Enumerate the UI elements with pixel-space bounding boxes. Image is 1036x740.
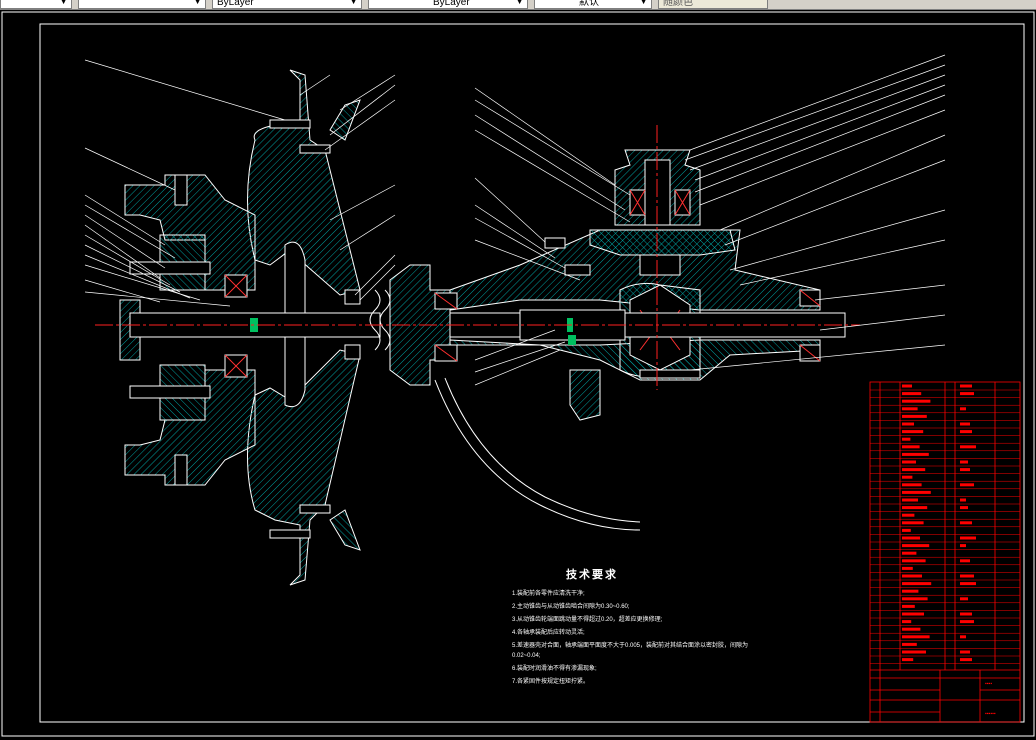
parts-list-material-mark (960, 445, 976, 449)
drawing-canvas[interactable]: ▪▪▪▪ ▪▪▪▪▪▪ (0, 10, 1036, 740)
linetype-value: ByLayer (217, 0, 254, 8)
parts-list-name-mark (902, 589, 919, 593)
parts-list-material-mark (960, 597, 968, 601)
parts-list-material-mark (960, 430, 972, 434)
parts-list-material-mark (960, 635, 966, 639)
parts-list-name-mark (902, 612, 924, 616)
leader-lines-right (474, 54, 946, 386)
chevron-down-icon: ▼ (194, 0, 201, 6)
parts-list-name-mark (902, 399, 931, 403)
chevron-down-icon: ▼ (350, 0, 357, 6)
parts-list-name-mark (902, 506, 928, 510)
parts-list-name-mark (902, 414, 927, 418)
parts-list-rows (870, 384, 1020, 664)
parts-list-material-mark (960, 544, 966, 548)
parts-list-name-mark (902, 460, 916, 464)
parts-list-name-mark (902, 452, 929, 456)
parts-list-material-mark (960, 392, 974, 396)
parts-list-material-mark (960, 620, 974, 624)
color-style-combo[interactable]: 随颜色 (658, 0, 768, 9)
note-line: 5.差速器壳对合面，轴承端面平面度不大于0.005，装配前对其结合面涂以密封胶，… (512, 643, 749, 649)
parts-list-name-mark (902, 635, 930, 639)
parts-list-name-mark (902, 536, 920, 540)
parts-list-material-mark (960, 582, 976, 586)
lineweight-control-combo[interactable]: ByLayer ▼ (368, 0, 528, 9)
parts-list-name-mark (902, 597, 928, 601)
parts-list-name-mark (902, 582, 932, 586)
parts-list-name-mark (902, 544, 930, 548)
note-line: 0.02~0.04; (512, 653, 541, 659)
parts-list-name-mark (902, 437, 911, 441)
parts-list-material-mark (960, 559, 970, 563)
parts-list-material-mark (960, 483, 974, 487)
drawing-outer-border (1, 11, 1035, 737)
parts-list-material-mark (960, 506, 968, 510)
parts-list-material-mark (960, 422, 970, 426)
parts-list-material-mark (960, 574, 974, 578)
parts-list-name-mark (902, 475, 913, 479)
color-control-combo[interactable]: ▼ (78, 0, 206, 9)
layer-control-combo[interactable]: ▼ (0, 0, 72, 9)
right-assembly-section (389, 149, 846, 531)
parts-list-material-mark (960, 536, 976, 540)
title-block-designation: ▪▪▪▪▪▪ (985, 711, 996, 717)
parts-list-name-mark (902, 407, 918, 411)
parts-list-name-mark (902, 604, 915, 608)
note-line: 1.装配前各零件应清洗干净; (512, 591, 585, 597)
parts-list-name-mark (902, 430, 924, 434)
left-assembly-section (119, 69, 381, 586)
parts-list-name-mark (902, 392, 922, 396)
parts-list-name-mark (902, 468, 926, 472)
chevron-down-icon: ▼ (60, 0, 67, 6)
parts-list-name-mark (902, 620, 912, 624)
parts-list-material-mark (960, 521, 972, 525)
parts-list-material-mark (960, 612, 972, 616)
leader-lines-left (84, 59, 396, 307)
chevron-down-icon: ▼ (516, 0, 523, 6)
parts-list-material-mark (960, 468, 970, 472)
note-line: 3.从动锥齿轮端面跳动量不得超过0.20，超差应更换修理; (512, 617, 663, 623)
parts-list-name-mark (902, 483, 922, 487)
parts-list-name-mark (902, 658, 914, 662)
chevron-down-icon: ▼ (640, 0, 647, 6)
note-line: 6.装配时润滑油不得有渗漏现象; (512, 666, 597, 672)
lineweight-value: ByLayer (433, 0, 470, 8)
note-line: 2.主动锥齿与从动锥齿啮合间隙为0.30~0.60; (512, 604, 630, 610)
parts-list-name-mark (902, 642, 917, 646)
parts-list-name-mark (902, 566, 913, 570)
technical-requirements-title: 技术要求 (566, 569, 618, 581)
title-block-drawing-name: ▪▪▪▪ (985, 681, 992, 687)
parts-list-name-mark (902, 528, 911, 532)
parts-list-material-mark (960, 407, 966, 411)
parts-list-material-mark (960, 498, 966, 502)
title-block (869, 381, 1021, 723)
parts-list-name-mark (902, 422, 914, 426)
parts-list-name-mark (902, 521, 924, 525)
parts-list-name-mark (902, 627, 921, 631)
parts-list-name-mark (902, 574, 922, 578)
parts-list-name-mark (902, 559, 926, 563)
parts-list-name-mark (902, 650, 926, 654)
linetype-control-combo[interactable]: ByLayer ▼ (212, 0, 362, 9)
properties-toolbar: ▼ ▼ ByLayer ▼ ByLayer ▼ 默认 ▼ 随颜色 (0, 0, 1036, 10)
parts-list-name-mark (902, 551, 917, 555)
parts-list-material-mark (960, 658, 972, 662)
drawing-inner-border (39, 23, 1025, 723)
parts-list-name-mark (902, 445, 920, 449)
note-line: 7.各紧固件按规定扭矩拧紧。 (512, 679, 590, 685)
parts-list-name-mark (902, 384, 912, 388)
parts-list-name-mark (902, 490, 931, 494)
parts-list-name-mark (902, 513, 915, 517)
plotstyle-control-combo[interactable]: 默认 ▼ (534, 0, 652, 9)
parts-list-name-mark (902, 498, 918, 502)
note-line: 4.各轴承装配后应转动灵活; (512, 630, 585, 636)
plotstyle-value: 默认 (579, 0, 599, 8)
parts-list-material-mark (960, 650, 970, 654)
parts-list-material-mark (960, 384, 972, 388)
parts-list-material-mark (960, 460, 968, 464)
color-style-value: 随颜色 (663, 0, 693, 8)
